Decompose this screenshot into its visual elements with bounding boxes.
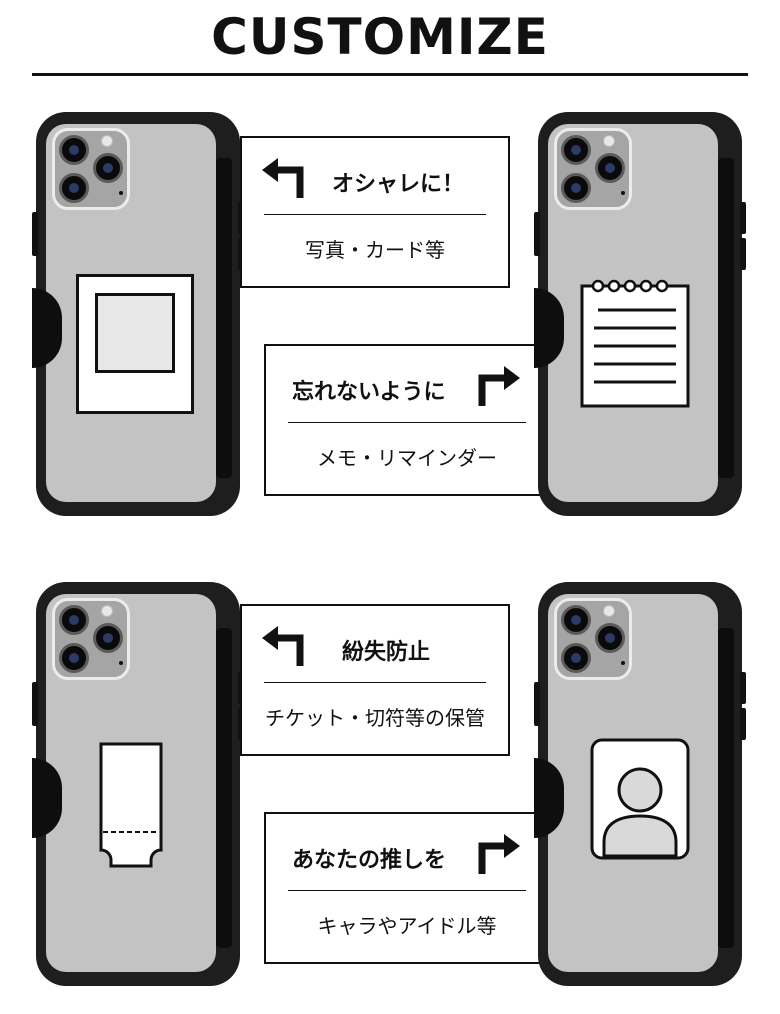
side-button	[32, 212, 38, 256]
card-subtext: 写真・カード等	[305, 238, 445, 262]
card-flap	[718, 158, 734, 478]
mic-icon	[621, 661, 625, 665]
camera-lens-icon	[561, 135, 591, 165]
feature-card-4: あなたの推しを キャラやアイドル等	[264, 812, 550, 964]
page-title: CUSTOMIZE	[211, 8, 549, 66]
side-button	[32, 682, 38, 726]
side-button	[740, 708, 746, 740]
camera-lens-icon	[59, 135, 89, 165]
card-subtext: キャラやアイドル等	[317, 914, 497, 938]
flash-icon	[603, 135, 615, 147]
camera-lens-icon	[595, 623, 625, 653]
camera-module	[554, 128, 632, 210]
card-divider	[288, 890, 526, 891]
mic-icon	[119, 661, 123, 665]
camera-lens-icon	[93, 623, 123, 653]
flash-icon	[603, 605, 615, 617]
flash-icon	[101, 135, 113, 147]
card-subtext: チケット・切符等の保管	[265, 706, 485, 730]
camera-lens-icon	[595, 153, 625, 183]
feature-card-2: 忘れないように メモ・リマインダー	[264, 344, 550, 496]
side-button	[740, 672, 746, 704]
camera-module	[52, 128, 130, 210]
card-heading: あなたの推しを	[292, 848, 447, 873]
card-flap	[216, 628, 232, 948]
person-icon	[590, 738, 690, 860]
right-turn-arrow-icon	[478, 366, 520, 406]
camera-lens-icon	[561, 605, 591, 635]
card-divider	[264, 214, 486, 215]
feature-card-3: 紛失防止 チケット・切符等の保管	[240, 604, 510, 756]
feature-card-1: オシャレに！ 写真・カード等	[240, 136, 510, 288]
phone-case-4	[534, 582, 746, 986]
ticket-icon	[99, 742, 163, 868]
mic-icon	[621, 191, 625, 195]
card-heading: オシャレに！	[332, 172, 465, 197]
left-turn-arrow-icon	[262, 626, 304, 666]
camera-lens-icon	[561, 173, 591, 203]
camera-lens-icon	[59, 605, 89, 635]
camera-lens-icon	[93, 153, 123, 183]
camera-lens-icon	[59, 173, 89, 203]
side-button	[740, 238, 746, 270]
side-button	[740, 202, 746, 234]
title-divider	[32, 73, 748, 76]
photo-image-area	[95, 293, 175, 373]
card-heading: 紛失防止	[342, 640, 431, 665]
notepad-icon	[580, 279, 690, 408]
card-flap	[216, 158, 232, 478]
camera-lens-icon	[59, 643, 89, 673]
camera-lens-icon	[561, 643, 591, 673]
phone-case-3	[32, 582, 244, 986]
flash-icon	[101, 605, 113, 617]
phone-case-2	[534, 112, 746, 516]
mic-icon	[119, 191, 123, 195]
card-flap	[718, 628, 734, 948]
card-subtext: メモ・リマインダー	[317, 446, 497, 470]
camera-module	[52, 598, 130, 680]
right-turn-arrow-icon	[478, 834, 520, 874]
card-divider	[288, 422, 526, 423]
camera-module	[554, 598, 632, 680]
side-button	[534, 212, 540, 256]
card-divider	[264, 682, 486, 683]
phone-case-1	[32, 112, 244, 516]
side-button	[534, 682, 540, 726]
left-turn-arrow-icon	[262, 158, 304, 198]
photo-icon	[76, 274, 194, 414]
card-heading: 忘れないように	[292, 380, 446, 405]
